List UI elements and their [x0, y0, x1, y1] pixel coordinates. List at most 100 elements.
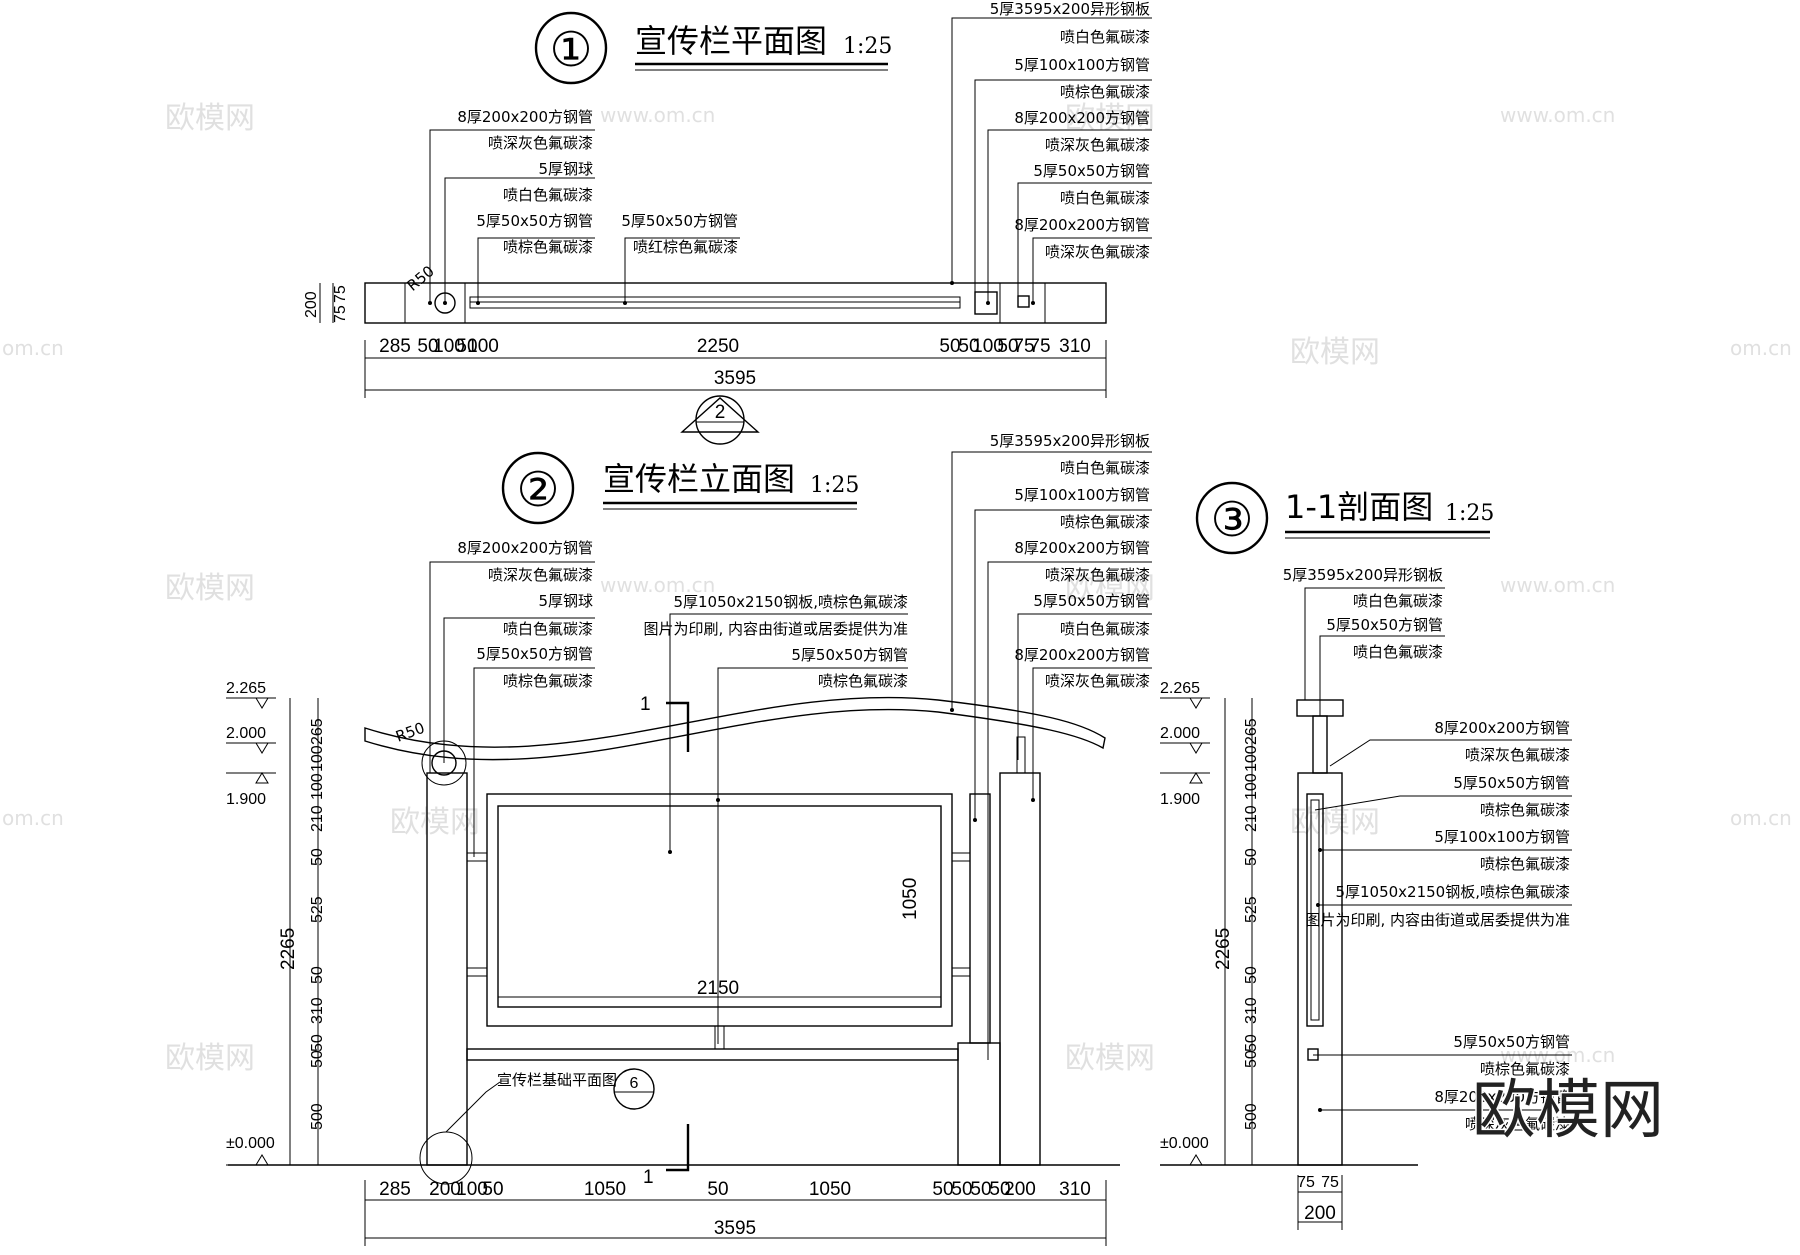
- plan-view: ① 宣传栏平面图 1:25 R50 200 75 75 285 50 100 5…: [303, 0, 1152, 445]
- plan-note-left: 8厚200x200方钢管: [457, 108, 593, 126]
- section-level: ±0.000: [1160, 1135, 1209, 1152]
- section-board: [1306, 793, 1324, 1027]
- section-vertical-dim: 50: [1243, 966, 1260, 984]
- elevation-foundation-note: 宣传栏基础平面图: [497, 1071, 617, 1089]
- section-vertical-dim: 210: [1243, 805, 1260, 832]
- elevation-bottom-dim: 50: [989, 1179, 1010, 1200]
- section-vertical-dim: 100: [1243, 745, 1260, 772]
- elevation-vertical-dim: 100: [309, 745, 326, 772]
- section-level: 2.000: [1160, 725, 1200, 742]
- elevation-foundation-mark-circle: [613, 1068, 655, 1110]
- elevation-dim-total: 3595: [714, 1218, 756, 1239]
- plan-side-dim: 75: [332, 305, 349, 323]
- watermark-brand: 欧模网: [1065, 571, 1155, 606]
- watermark-url: www.om.cn: [600, 573, 715, 597]
- section-view-number: ③: [1210, 492, 1253, 548]
- section-note-right: 5厚50x50方钢管: [1453, 774, 1570, 792]
- watermarks: 欧模网 www.om.cn 欧模网 www.om.cn om.cn 欧模网 om…: [2, 101, 1792, 1076]
- plan-note-left: 5厚钢球: [538, 160, 593, 178]
- elevation-note-middle: 图片为印刷, 内容由街道或居委提供为准: [643, 620, 908, 638]
- elevation-bottom-dim: 100: [456, 1179, 488, 1200]
- section-mark-triangle: [680, 397, 760, 433]
- watermark-url: om.cn: [2, 806, 64, 830]
- plan-note-right: 喷深灰色氟碳漆: [1045, 136, 1150, 154]
- plan-note-right: 5厚100x100方钢管: [1014, 56, 1150, 74]
- plan-dim-total: 3595: [714, 368, 756, 389]
- watermark-url: om.cn: [1730, 806, 1792, 830]
- elevation-vertical-dim: 50: [309, 1034, 326, 1052]
- watermark-url: www.om.cn: [1500, 103, 1615, 127]
- section-level: 2.265: [1160, 680, 1200, 697]
- elevation-vertical-dim: 50: [309, 966, 326, 984]
- elevation-vertical-dim: 310: [309, 997, 326, 1024]
- section-bottom-dim: 75: [1297, 1174, 1315, 1191]
- section-note-right: 8厚200x200方钢管: [1434, 719, 1570, 737]
- section-vertical-dim: 100: [1243, 773, 1260, 800]
- elevation-view-scale: 1:25: [810, 473, 859, 498]
- elevation-bottom-dim: 1050: [584, 1179, 626, 1200]
- plan-dim: 2250: [697, 336, 739, 357]
- elevation-note-right: 8厚200x200方钢管: [1014, 539, 1150, 557]
- section-note-right: 5厚1050x2150钢板,喷棕色氟碳漆: [1335, 883, 1570, 901]
- elevation-note-left: 8厚200x200方钢管: [457, 539, 593, 557]
- elevation-note-middle: 5厚1050x2150钢板,喷棕色氟碳漆: [673, 593, 908, 611]
- section-view-number-circle: [1195, 481, 1269, 555]
- plan-dim: 50: [456, 336, 477, 357]
- section-note-right: 图片为印刷, 内容由街道或居委提供为准: [1305, 911, 1570, 929]
- section-note-right: 喷棕色氟碳漆: [1480, 1060, 1570, 1078]
- plan-dim: 50: [997, 336, 1018, 357]
- elevation-vertical-dim: 210: [309, 805, 326, 832]
- elevation-note-right: 5厚100x100方钢管: [1014, 486, 1150, 504]
- plan-dim: 50: [939, 336, 960, 357]
- section-note-top: 喷白色氟碳漆: [1353, 643, 1443, 661]
- elevation-bottom-dim: 285: [379, 1179, 411, 1200]
- watermark-brand: 欧模网: [1065, 1041, 1155, 1076]
- section-vertical-dim: 50: [1243, 1034, 1260, 1052]
- plan-outline: [364, 282, 1107, 324]
- elevation-vertical-total: 2265: [278, 928, 299, 970]
- section-dim-total: 200: [1304, 1203, 1336, 1224]
- elevation-note-middle: 喷棕色氟碳漆: [818, 672, 908, 690]
- elevation-bottom-dim: 310: [1059, 1179, 1091, 1200]
- elevation-bottom-dim: 50: [932, 1179, 953, 1200]
- plan-view-number-circle: [534, 11, 608, 85]
- plan-view-scale: 1:25: [843, 34, 892, 59]
- elevation-note-right: 8厚200x200方钢管: [1014, 646, 1150, 664]
- plan-note-right: 5厚50x50方钢管: [1033, 162, 1150, 180]
- plan-view-title: 宣传栏平面图: [635, 22, 827, 60]
- plan-note-right: 5厚3595x200异形钢板: [990, 0, 1150, 18]
- elevation-vertical-dim: 525: [309, 896, 326, 923]
- plan-dim: 285: [379, 336, 411, 357]
- elevation-note-right: 喷深灰色氟碳漆: [1045, 566, 1150, 584]
- elevation-note-right: 5厚3595x200异形钢板: [990, 432, 1150, 450]
- elevation-vertical-dim: 50: [309, 1050, 326, 1068]
- plan-note-left: 5厚50x50方钢管: [476, 212, 593, 230]
- elevation-note-right: 喷白色氟碳漆: [1060, 620, 1150, 638]
- section-bottom-dim: 75: [1321, 1174, 1339, 1191]
- plan-section-mark: 2: [715, 402, 726, 423]
- elevation-vertical-dim: 265: [309, 718, 326, 745]
- elevation-vertical-dim: 500: [309, 1103, 326, 1130]
- section-note-right: 5厚100x100方钢管: [1434, 828, 1570, 846]
- section-note-right: 5厚50x50方钢管: [1453, 1033, 1570, 1051]
- plan-dim: 50: [417, 336, 438, 357]
- watermark-url: www.om.cn: [1500, 573, 1615, 597]
- plan-note-right: 喷深灰色氟碳漆: [1045, 243, 1150, 261]
- elevation-level: 2.000: [226, 725, 266, 742]
- elevation-bottom-rail: [466, 1048, 959, 1061]
- elevation-vertical-dim: 50: [309, 848, 326, 866]
- section-note-top: 5厚50x50方钢管: [1326, 616, 1443, 634]
- plan-dim: 100: [467, 336, 499, 357]
- section-note-right: 喷棕色氟碳漆: [1480, 801, 1570, 819]
- plan-note-middle: 喷红棕色氟碳漆: [633, 238, 738, 256]
- plan-radius-label: R50: [404, 262, 438, 295]
- elevation-note-middle: 5厚50x50方钢管: [791, 646, 908, 664]
- section-vertical-dim: 525: [1243, 896, 1260, 923]
- section-note-right: 喷深灰色氟碳漆: [1465, 1115, 1570, 1133]
- plan-dim: 100: [972, 336, 1004, 357]
- elevation-note-left: 喷白色氟碳漆: [503, 620, 593, 638]
- elevation-panel-height: 1050: [900, 878, 921, 920]
- section-note-top: 5厚3595x200异形钢板: [1283, 566, 1443, 584]
- elevation-foundation-mark: 6: [630, 1075, 639, 1092]
